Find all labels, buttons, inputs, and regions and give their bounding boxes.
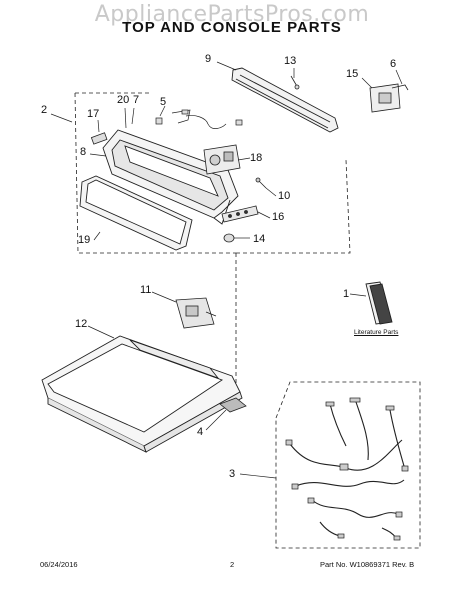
callout-5: 5	[160, 96, 167, 108]
callout-8: 8	[80, 146, 87, 158]
console-glass-19-part	[79, 175, 193, 251]
footer-date: 06/24/2016	[40, 560, 78, 569]
knob-14-part	[223, 233, 235, 243]
callout-15: 15	[346, 68, 359, 80]
callout-1: 1	[343, 288, 350, 300]
callout-10: 10	[278, 190, 291, 202]
switch-17-part	[90, 132, 108, 145]
footer-page-number: 2	[230, 560, 235, 569]
wiring-harness-3-box	[275, 381, 421, 549]
callout-17: 17	[87, 108, 100, 120]
interface-board-16-part	[221, 205, 259, 223]
lid-lock-11-part	[175, 297, 217, 329]
callout-13: 13	[284, 55, 297, 67]
callout-leaders	[50, 61, 403, 479]
literature-parts-label: Literature Parts	[354, 329, 399, 336]
harness-connectors	[285, 397, 409, 541]
callout-7: 7	[133, 94, 140, 106]
watermark: AppliancePartsPros.com	[94, 2, 370, 27]
callout-19: 19	[78, 234, 91, 246]
callout-16: 16	[272, 211, 285, 223]
screw-10-part	[255, 177, 267, 189]
console-body-part	[102, 129, 239, 225]
literature-1-part	[365, 281, 393, 325]
footer-part-number: Part No. W10869371 Rev. B	[320, 560, 415, 569]
callout-14: 14	[253, 233, 266, 245]
top-panel-12-part	[41, 335, 243, 453]
console-group-box	[74, 92, 351, 385]
screw-13-part	[290, 75, 300, 90]
small-parts-5-7	[155, 109, 243, 129]
pad-4-part	[219, 397, 247, 413]
callout-12: 12	[75, 318, 88, 330]
console-trim-part	[231, 67, 339, 133]
callout-3: 3	[229, 468, 236, 480]
callout-20: 20	[117, 94, 130, 106]
callout-2: 2	[41, 104, 48, 116]
callout-9: 9	[205, 53, 212, 65]
page-title: TOP AND CONSOLE PARTS	[122, 19, 342, 36]
callout-11: 11	[140, 284, 152, 296]
callout-18: 18	[250, 152, 263, 164]
callout-4: 4	[197, 426, 204, 438]
control-board-18-part	[203, 144, 241, 175]
bracket-15-part	[369, 83, 409, 113]
callout-6: 6	[390, 58, 397, 70]
